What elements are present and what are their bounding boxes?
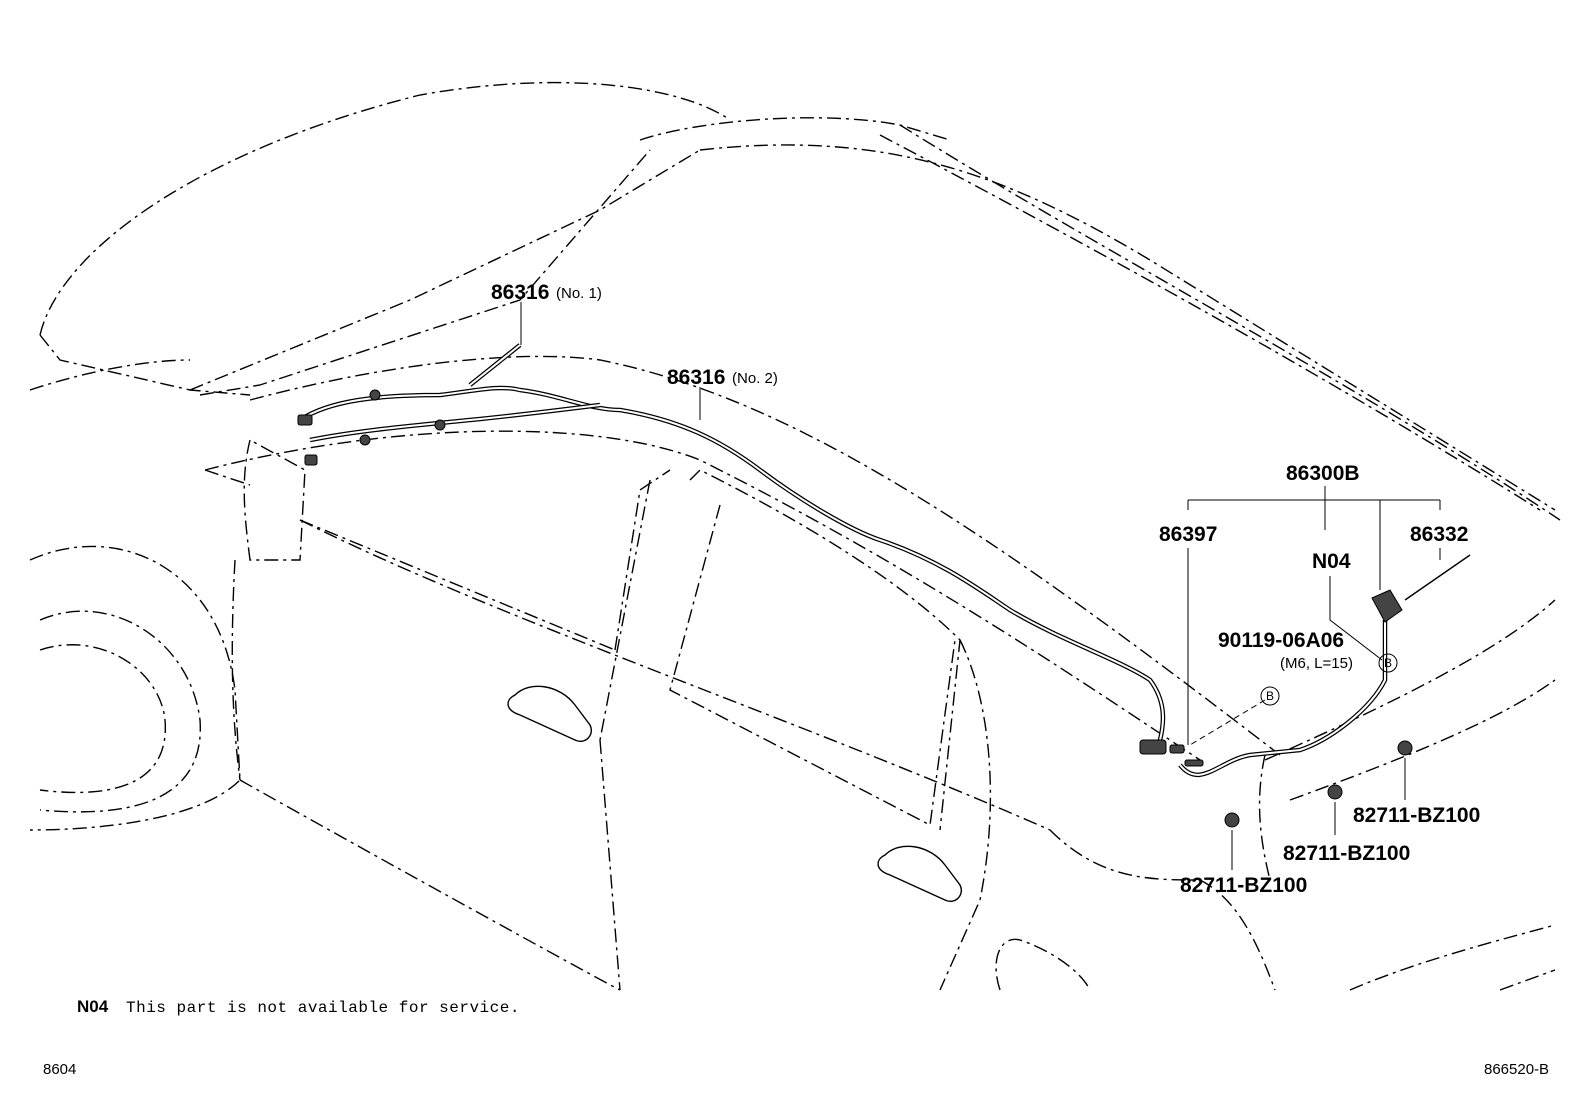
label-86316-no2: 86316 xyxy=(667,366,725,389)
label-86316-no1: 86316 xyxy=(491,281,549,304)
antenna-assembly xyxy=(1371,554,1471,623)
label-90119: 90119-06A06 xyxy=(1218,629,1344,652)
antenna-cord-harness xyxy=(297,343,1388,778)
footer-right: 866520-B xyxy=(1484,1061,1549,1078)
label-clip-2: 82711-BZ100 xyxy=(1283,842,1410,865)
label-clip-1: 82711-BZ100 xyxy=(1180,874,1307,897)
car-body-outline xyxy=(29,81,1561,991)
label-86397: 86397 xyxy=(1159,523,1217,546)
clips xyxy=(1224,740,1413,828)
note-text: This part is not available for service. xyxy=(126,999,520,1017)
b-mark-2: B xyxy=(1384,656,1392,670)
label-90119-sub: (M6, L=15) xyxy=(1280,655,1353,672)
part-labels: 86316 (No. 1) 86316 (No. 2) 86300B 86397… xyxy=(491,281,1480,897)
label-clip-3: 82711-BZ100 xyxy=(1353,804,1480,827)
footer-left: 8604 xyxy=(43,1061,76,1078)
b-mark-1: B xyxy=(1266,689,1274,703)
label-86316-no2-sub: (No. 2) xyxy=(732,370,778,387)
label-N04: N04 xyxy=(1312,550,1351,573)
note-code: N04 xyxy=(77,997,109,1016)
label-86300B: 86300B xyxy=(1286,462,1360,485)
footnote: N04 This part is not available for servi… xyxy=(43,997,1549,1078)
label-86332: 86332 xyxy=(1410,523,1468,546)
label-86316-no1-sub: (No. 1) xyxy=(556,285,602,302)
leader-lines xyxy=(520,302,1441,870)
